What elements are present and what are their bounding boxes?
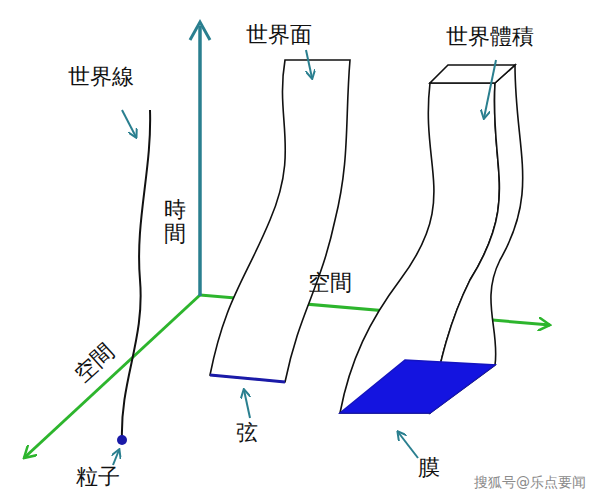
space-axis [24,295,200,458]
membrane [340,360,495,413]
particle-dot [117,435,127,445]
particle-label: 粒子 [76,464,120,489]
leader-line [484,60,496,118]
world-volume-front [340,83,499,413]
time-axis [198,26,202,296]
world-volume-label: 世界體積 [446,24,534,49]
time-axis-head [190,22,210,40]
leader-line [113,450,119,465]
world-volume-side [430,65,523,413]
space-axis-label: 空間 [308,270,352,295]
leader-line [122,110,136,137]
leader-line [398,432,418,458]
string-label: 弦 [236,420,258,445]
time-axis-label: 時間 [164,198,186,246]
world-volume-top [430,65,515,83]
watermark: 搜狐号@乐点要闻 [474,474,586,490]
leader-line [306,50,312,78]
world-sheet [210,60,350,382]
space-axis-label: 空間 [69,339,119,387]
membrane-label: 膜 [418,455,440,480]
string-line [210,375,285,382]
leader-line [244,390,250,418]
world-line-label: 世界線 [68,64,134,89]
world-line [122,110,150,440]
world-sheet-label: 世界面 [246,22,312,47]
